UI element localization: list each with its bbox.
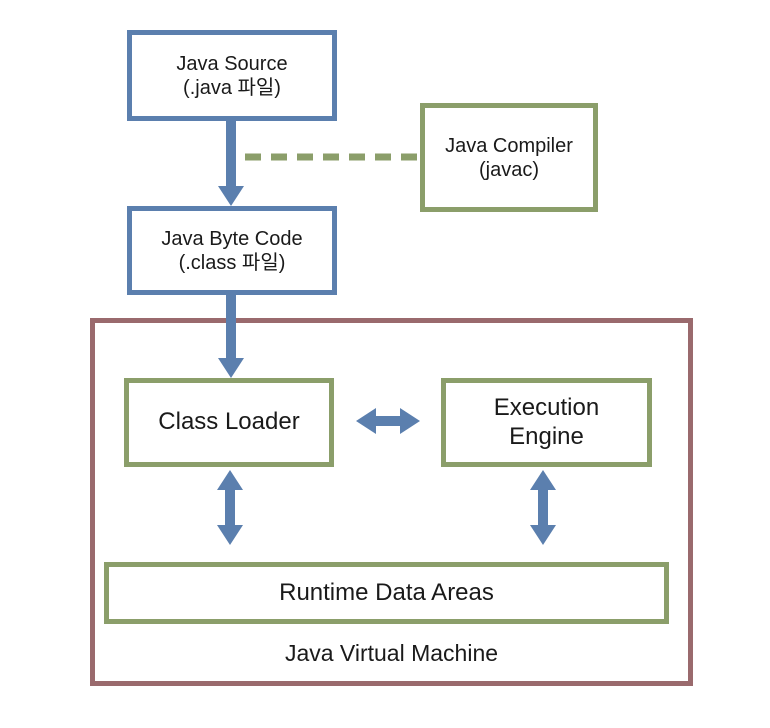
java-byte-code-subtitle: (.class 파일) — [178, 251, 286, 274]
classloader-execution-double-arrow — [356, 408, 420, 434]
java-source-subtitle: (.java 파일) — [183, 76, 281, 99]
java-compiler-box: Java Compiler (javac) — [420, 103, 598, 212]
runtime-data-areas-box: Runtime Data Areas — [104, 562, 669, 624]
java-source-title: Java Source — [176, 52, 288, 75]
java-byte-code-box: Java Byte Code (.class 파일) — [127, 206, 337, 295]
execution-engine-box: Execution Engine — [441, 378, 652, 467]
java-byte-code-title: Java Byte Code — [161, 227, 303, 250]
class-loader-label: Class Loader — [158, 408, 300, 436]
classloader-runtime-double-arrow — [217, 470, 243, 545]
bytecode-to-classloader-arrow — [218, 295, 244, 378]
execution-runtime-double-arrow — [530, 470, 556, 545]
java-compiler-title: Java Compiler — [445, 134, 573, 157]
runtime-data-areas-label: Runtime Data Areas — [279, 578, 494, 606]
execution-engine-subtitle: Engine — [509, 422, 584, 450]
jvm-label: Java Virtual Machine — [284, 640, 499, 666]
java-compiler-subtitle: (javac) — [478, 158, 539, 181]
class-loader-box: Class Loader — [124, 378, 334, 467]
execution-engine-title: Execution — [493, 393, 600, 421]
source-to-bytecode-arrow — [218, 121, 244, 206]
jvm-container — [90, 318, 693, 686]
java-source-box: Java Source (.java 파일) — [127, 30, 337, 121]
